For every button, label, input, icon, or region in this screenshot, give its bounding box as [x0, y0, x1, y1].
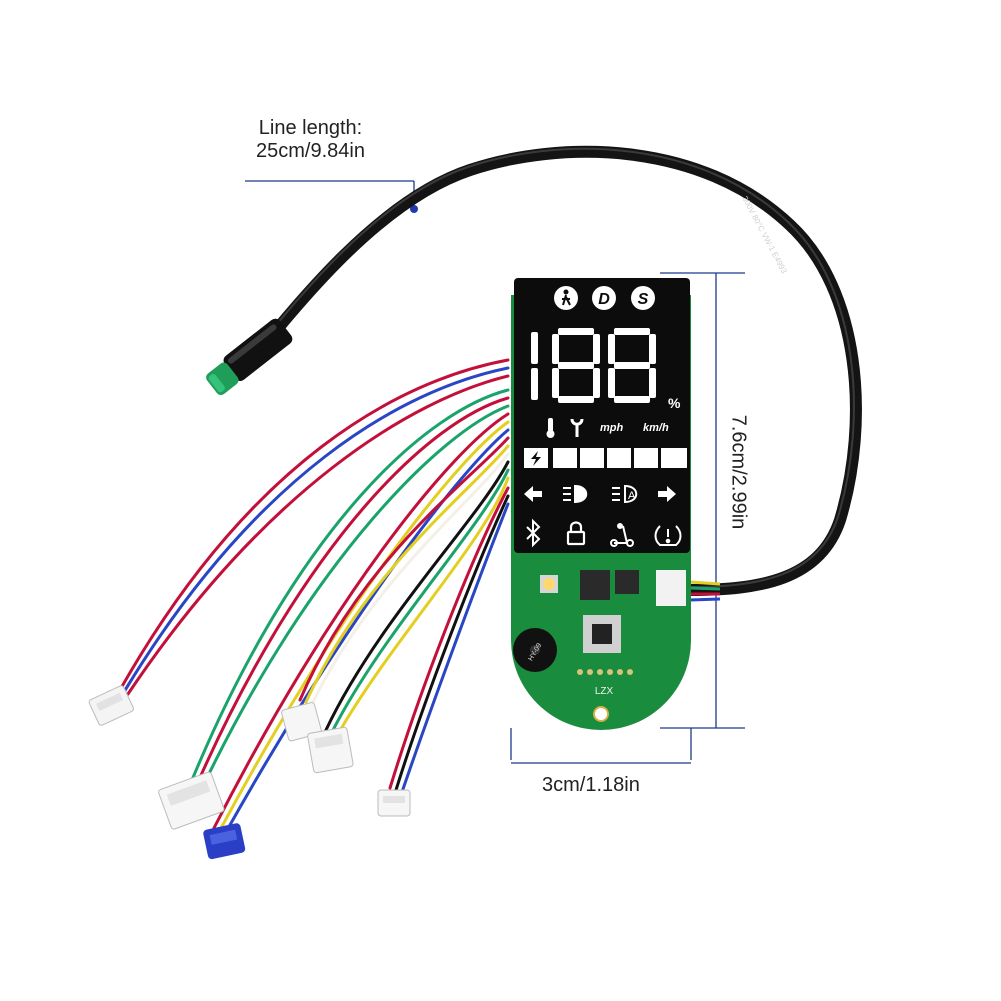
dimension-lines [245, 180, 745, 764]
arrow-left-icon [524, 486, 542, 502]
connector-left [88, 685, 134, 726]
percent-sign: % [668, 395, 681, 411]
cable-end-wires [689, 580, 721, 602]
loose-wires [118, 358, 510, 834]
connector-middle-2 [307, 726, 354, 774]
connector-middle [281, 701, 322, 742]
d-mode-label: D [598, 291, 610, 308]
width-annotation: 3cm/1.18in [542, 774, 640, 796]
chip [580, 570, 610, 600]
speed-readout [531, 328, 656, 403]
white-connectors [88, 685, 411, 860]
unit-kmh: km/h [643, 422, 669, 434]
battery-segment [661, 448, 687, 468]
s-mode-label: S [638, 291, 649, 308]
display-panel: D S [514, 278, 690, 553]
line-length-annotation: Line length: 25cm/9.84in [256, 117, 365, 163]
bluetooth-icon [526, 518, 541, 548]
connector-small [377, 789, 411, 817]
battery-segment [634, 448, 658, 468]
lock-icon [566, 521, 586, 546]
headlight-icon [563, 484, 588, 504]
thermometer-icon [546, 418, 555, 438]
connector-blue [203, 823, 246, 860]
d-mode-icon [592, 286, 616, 310]
battery-bar [524, 448, 687, 468]
main-cable [234, 145, 862, 596]
line-length-label: Line length: [258, 117, 363, 139]
arrow-right-icon [658, 486, 676, 502]
main-cable-highlight [237, 147, 855, 588]
green-connector [206, 318, 293, 396]
board-silkscreen: LZX [595, 686, 614, 697]
line-length-value: 25cm/9.84in [256, 140, 365, 162]
connector-large [158, 771, 225, 830]
battery-segment [553, 448, 577, 468]
scooter-icon [610, 523, 634, 547]
board-connector [656, 570, 686, 606]
battery-segments [553, 448, 687, 468]
height-annotation: 7.6cm/2.99in [727, 414, 750, 530]
battery-segment [580, 448, 604, 468]
measure-marker-dot [410, 205, 418, 213]
mode-icons: D S [554, 286, 655, 310]
unit-mph: mph [600, 422, 624, 434]
battery-segment [607, 448, 631, 468]
auto-headlight-icon: A [612, 484, 638, 504]
wrench-icon [570, 418, 584, 437]
svg-text:A: A [628, 490, 636, 502]
tire-pressure-icon [654, 525, 682, 546]
s-mode-icon [631, 286, 655, 310]
